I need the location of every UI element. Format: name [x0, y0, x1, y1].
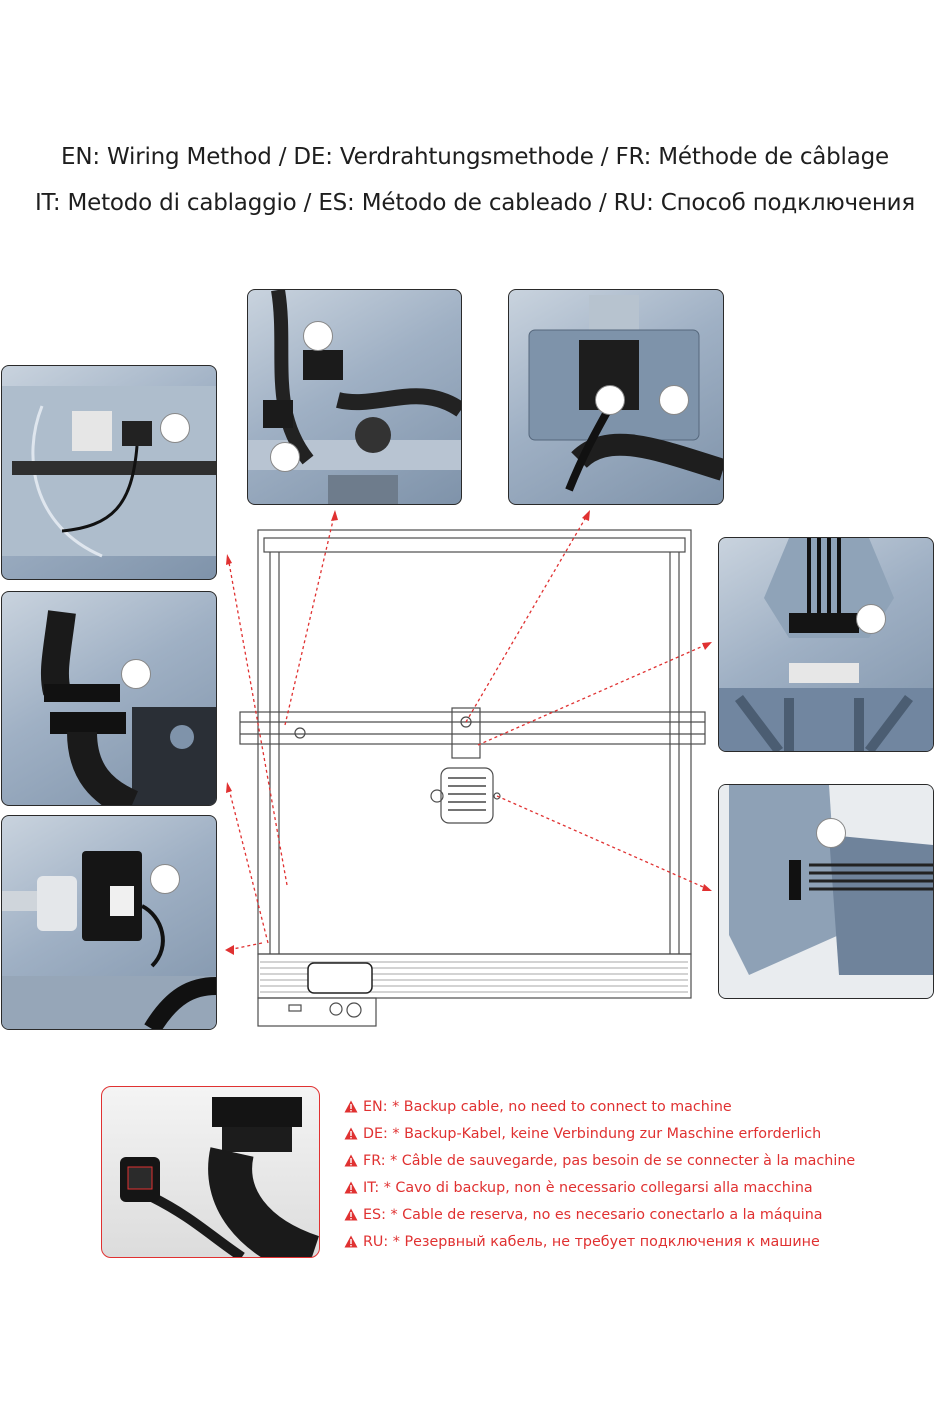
photo-top-left	[247, 289, 462, 505]
warning-triangle-icon	[344, 1181, 358, 1194]
note-es: ES: * Cable de reserva, no es necesario …	[344, 1201, 904, 1228]
photo-right-1	[718, 537, 934, 752]
callout-badge	[121, 659, 151, 689]
photo-backup	[101, 1086, 320, 1258]
frame-outline	[239, 529, 706, 1027]
photo-left-1	[1, 365, 217, 580]
callout-badge	[659, 385, 689, 415]
note-text: IT: * Cavo di backup, non è necessario c…	[363, 1179, 813, 1196]
photo-left-2	[1, 591, 217, 806]
note-fr: FR: * Câble de sauvegarde, pas besoin de…	[344, 1147, 904, 1174]
callout-badge	[150, 864, 180, 894]
photo-top-right	[508, 289, 724, 505]
note-text: DE: * Backup-Kabel, keine Verbindung zur…	[363, 1125, 822, 1142]
photo-left-3	[1, 815, 217, 1030]
warning-triangle-icon	[344, 1100, 358, 1113]
leader-arrowheads	[225, 510, 712, 955]
warning-triangle-icon	[344, 1127, 358, 1140]
callout-badge	[270, 442, 300, 472]
note-ru: RU: * Резервный кабель, не требует подкл…	[344, 1228, 904, 1255]
warning-triangle-icon	[344, 1208, 358, 1221]
callout-badge	[303, 321, 333, 351]
stepper-detail-illustration	[2, 851, 216, 1029]
photo-right-2	[718, 784, 934, 999]
callout-badge	[595, 385, 625, 415]
note-text: RU: * Резервный кабель, не требует подкл…	[363, 1233, 820, 1250]
title-line-2: IT: Metodo di cablaggio / ES: Método de …	[34, 190, 916, 216]
note-text: FR: * Câble de sauvegarde, pas besoin de…	[363, 1152, 856, 1169]
note-text: EN: * Backup cable, no need to connect t…	[363, 1098, 732, 1115]
callout-badge	[160, 413, 190, 443]
note-en: EN: * Backup cable, no need to connect t…	[344, 1093, 904, 1120]
warning-triangle-icon	[344, 1154, 358, 1167]
callout-badge	[816, 818, 846, 848]
title-line-1: EN: Wiring Method / DE: Verdrahtungsmeth…	[61, 144, 889, 170]
note-text: ES: * Cable de reserva, no es necesario …	[363, 1206, 823, 1223]
note-it: IT: * Cavo di backup, non è necessario c…	[344, 1174, 904, 1201]
leader-lines	[227, 511, 711, 951]
callout-badge	[856, 604, 886, 634]
connector-detail-illustration	[40, 610, 216, 805]
warning-triangle-icon	[344, 1235, 358, 1248]
backup-cable-notes: EN: * Backup cable, no need to connect t…	[344, 1093, 904, 1255]
backup-cable-illustration	[120, 1097, 319, 1257]
note-de: DE: * Backup-Kabel, keine Verbindung zur…	[344, 1120, 904, 1147]
